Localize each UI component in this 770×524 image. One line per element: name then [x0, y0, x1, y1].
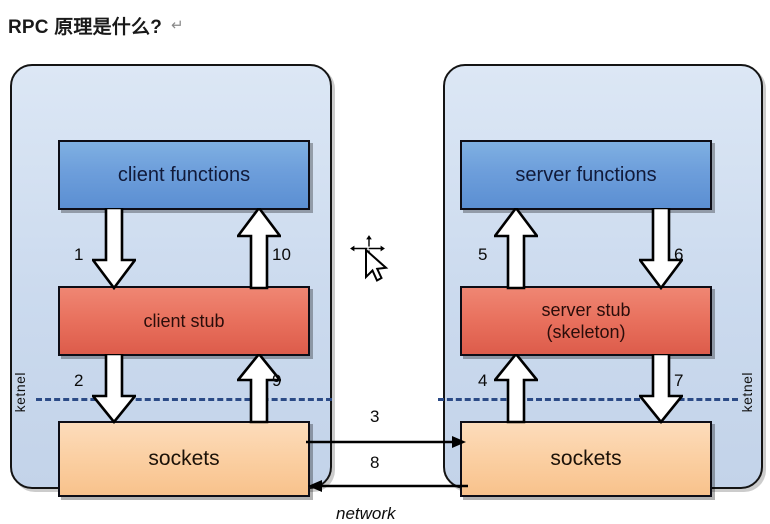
arrow-step-4-up-icon: [494, 354, 538, 424]
paragraph-mark-icon: ↵: [171, 17, 184, 34]
server-host-panel: [443, 64, 763, 489]
network-link-label-3: 3: [370, 407, 380, 426]
step-label-7: 7: [674, 371, 684, 390]
client-stub-box[interactable]: client stub: [58, 286, 310, 356]
rpc-architecture-diagram: ketnel client functions client stub sock…: [0, 50, 770, 523]
client-kernel-label: ketnel: [12, 372, 28, 413]
arrow-step-2-down-icon: [92, 354, 136, 424]
step-label-10: 10: [272, 245, 291, 264]
server-stub-box[interactable]: server stub (skeleton): [460, 286, 712, 356]
client-functions-box[interactable]: client functions: [58, 140, 310, 210]
page-title: RPC 原理是什么?: [8, 16, 163, 38]
network-label: network: [336, 504, 396, 523]
network-link-8-arrow-icon: [306, 477, 468, 495]
move-cursor-icon: [347, 232, 396, 284]
arrow-step-10-up-icon: [237, 208, 281, 290]
step-label-2: 2: [74, 371, 84, 390]
client-kernel-divider: [36, 398, 332, 401]
server-sockets-box[interactable]: sockets: [460, 421, 712, 497]
server-kernel-label: ketnel: [739, 372, 755, 413]
server-functions-box[interactable]: server functions: [460, 140, 712, 210]
arrow-step-9-up-icon: [237, 354, 281, 424]
arrow-step-5-up-icon: [494, 208, 538, 290]
server-kernel-divider: [438, 398, 738, 401]
client-host-panel: [10, 64, 332, 489]
server-stub-line1: server stub: [541, 300, 631, 321]
network-link-label-8: 8: [370, 453, 380, 472]
arrow-step-7-down-icon: [639, 354, 683, 424]
step-label-6: 6: [674, 245, 684, 264]
page-title-bar: RPC 原理是什么? ↵: [0, 0, 770, 50]
step-label-1: 1: [74, 245, 84, 264]
server-stub-line2: (skeleton): [546, 321, 626, 342]
step-label-4: 4: [478, 371, 488, 390]
step-label-9: 9: [272, 371, 282, 390]
arrow-step-6-down-icon: [639, 208, 683, 290]
network-link-3-arrow-icon: [306, 433, 468, 451]
arrow-step-1-down-icon: [92, 208, 136, 290]
client-sockets-box[interactable]: sockets: [58, 421, 310, 497]
step-label-5: 5: [478, 245, 488, 264]
